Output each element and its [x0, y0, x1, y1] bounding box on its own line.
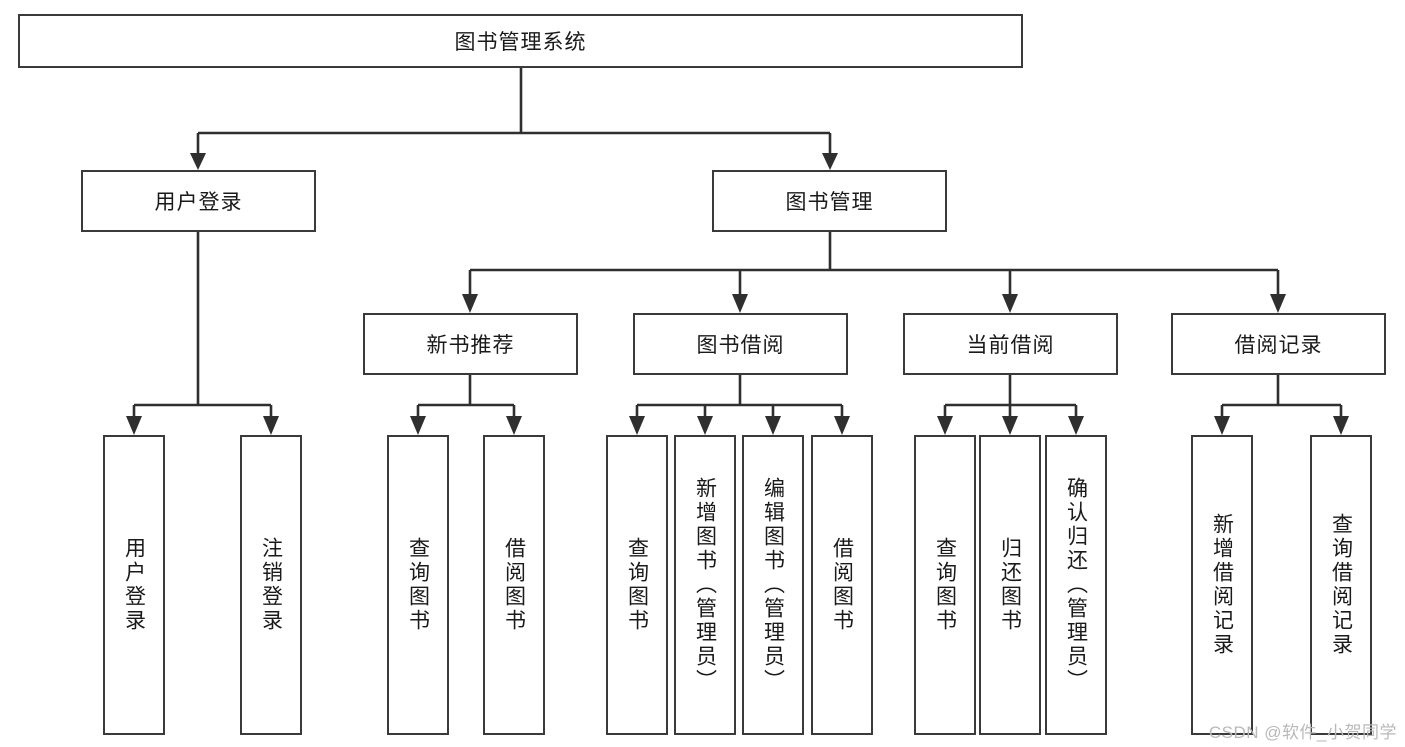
- node-leaf-query-book-2-label: 查询图书: [625, 537, 649, 633]
- node-leaf-logout-login[interactable]: 注销登录: [240, 435, 302, 735]
- arrow-user-login: [190, 153, 206, 170]
- arrow-leaf-add-record: [1214, 416, 1230, 435]
- arrow-leaf-edit-book: [765, 416, 781, 435]
- arrow-leaf-query-book-1: [410, 416, 426, 435]
- node-leaf-return-book[interactable]: 归还图书: [979, 435, 1041, 735]
- node-leaf-query-book-1-label: 查询图书: [406, 537, 430, 633]
- node-leaf-add-book-label: 新增图书（管理员）: [693, 477, 717, 693]
- node-leaf-edit-book-label: 编辑图书（管理员）: [761, 477, 785, 693]
- node-leaf-query-book-1[interactable]: 查询图书: [387, 435, 449, 735]
- node-leaf-query-book-3[interactable]: 查询图书: [914, 435, 976, 735]
- node-root[interactable]: 图书管理系统: [18, 14, 1023, 68]
- node-current-borrow-label: 当前借阅: [966, 334, 1055, 357]
- node-current-borrow[interactable]: 当前借阅: [903, 313, 1118, 375]
- arrow-current-borrow: [1002, 294, 1018, 313]
- arrow-book-management: [822, 153, 838, 170]
- node-leaf-confirm-return[interactable]: 确认归还（管理员）: [1045, 435, 1107, 735]
- arrow-leaf-borrow-book-2: [834, 416, 850, 435]
- node-root-label: 图书管理系统: [454, 31, 587, 54]
- watermark-text: CSDN @软件_小贺同学: [1208, 723, 1397, 742]
- arrow-leaf-logout-login: [263, 416, 279, 435]
- node-leaf-query-record[interactable]: 查询借阅记录: [1310, 435, 1372, 735]
- node-leaf-query-book-3-label: 查询图书: [933, 537, 957, 633]
- node-user-login-label: 用户登录: [154, 191, 243, 214]
- node-user-login[interactable]: 用户登录: [81, 170, 316, 232]
- node-leaf-add-book[interactable]: 新增图书（管理员）: [674, 435, 736, 735]
- node-leaf-add-record-label: 新增借阅记录: [1210, 513, 1234, 657]
- arrow-leaf-query-book-2: [629, 416, 645, 435]
- node-leaf-user-login-label: 用户登录: [122, 537, 146, 633]
- node-leaf-borrow-book-1[interactable]: 借阅图书: [483, 435, 545, 735]
- arrow-leaf-add-book: [697, 416, 713, 435]
- node-leaf-borrow-book-1-label: 借阅图书: [502, 537, 526, 633]
- arrow-leaf-query-book-3: [937, 416, 953, 435]
- node-book-management-label: 图书管理: [785, 191, 874, 214]
- node-leaf-query-record-label: 查询借阅记录: [1329, 513, 1353, 657]
- node-borrow-record[interactable]: 借阅记录: [1171, 313, 1386, 375]
- arrow-leaf-confirm-return: [1068, 416, 1084, 435]
- node-leaf-logout-login-label: 注销登录: [259, 537, 283, 633]
- node-book-management[interactable]: 图书管理: [712, 170, 947, 232]
- arrow-book-borrow: [732, 294, 748, 313]
- node-leaf-query-book-2[interactable]: 查询图书: [606, 435, 668, 735]
- node-borrow-record-label: 借阅记录: [1234, 334, 1323, 357]
- node-new-book-recommend-label: 新书推荐: [426, 334, 515, 357]
- arrow-leaf-user-login: [126, 416, 142, 435]
- node-book-borrow-label: 图书借阅: [696, 334, 785, 357]
- arrow-leaf-borrow-book-1: [506, 416, 522, 435]
- node-book-borrow[interactable]: 图书借阅: [633, 313, 848, 375]
- node-leaf-return-book-label: 归还图书: [998, 537, 1022, 633]
- arrow-borrow-record: [1270, 294, 1286, 313]
- arrow-leaf-query-record: [1333, 416, 1349, 435]
- node-leaf-confirm-return-label: 确认归还（管理员）: [1064, 477, 1088, 693]
- node-leaf-add-record[interactable]: 新增借阅记录: [1191, 435, 1253, 735]
- node-leaf-borrow-book-2-label: 借阅图书: [830, 537, 854, 633]
- arrow-leaf-return-book: [1002, 416, 1018, 435]
- node-leaf-borrow-book-2[interactable]: 借阅图书: [811, 435, 873, 735]
- node-new-book-recommend[interactable]: 新书推荐: [363, 313, 578, 375]
- node-leaf-user-login[interactable]: 用户登录: [103, 435, 165, 735]
- arrow-new-book-recommend: [462, 294, 478, 313]
- node-leaf-edit-book[interactable]: 编辑图书（管理员）: [742, 435, 804, 735]
